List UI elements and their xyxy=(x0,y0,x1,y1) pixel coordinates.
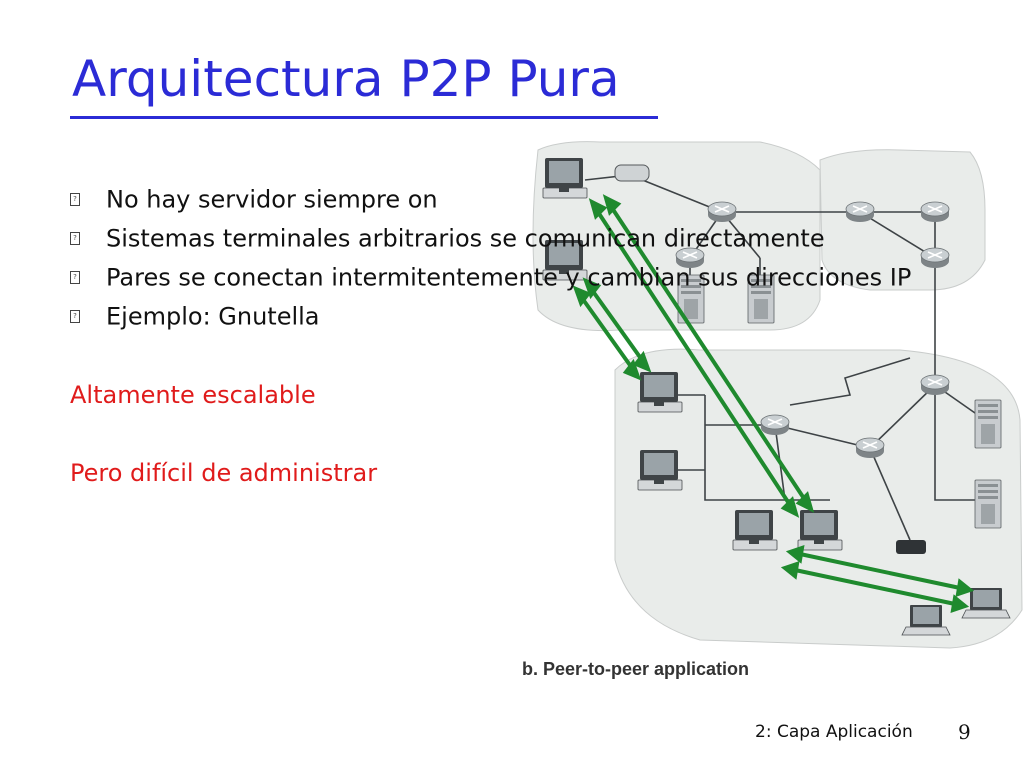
network-cloud-bottom xyxy=(614,348,1023,649)
bullet-glyph-icon: ? xyxy=(70,309,80,323)
router-icon xyxy=(920,201,950,223)
bullet-text: No hay servidor siempre on xyxy=(106,185,438,214)
bullet-item: ? No hay servidor siempre on xyxy=(70,180,911,219)
desktop-computer-icon xyxy=(732,509,778,551)
bullet-text: Pares se conectan intermitentemente y ca… xyxy=(106,263,912,292)
router-icon xyxy=(920,374,950,396)
bullet-text: Sistemas terminales arbitrarios se comun… xyxy=(106,224,825,253)
desktop-computer-icon xyxy=(637,449,683,491)
bullet-list: ? No hay servidor siempre on ? Sistemas te… xyxy=(70,180,911,336)
router-icon xyxy=(855,437,885,459)
desktop-computer-icon xyxy=(797,509,843,551)
figure-caption: b. Peer-to-peer application xyxy=(522,659,750,679)
bullet-text: Ejemplo: Gnutella xyxy=(106,302,320,331)
bullet-item: ? Sistemas terminales arbitrarios se comu… xyxy=(70,219,911,258)
bullet-item: ? Pares se conectan intermitentemente y c… xyxy=(70,258,911,297)
server-tower-icon xyxy=(974,399,1002,449)
wireless-access-point-icon xyxy=(896,540,926,554)
footer-chapter: 2: Capa Aplicación xyxy=(755,722,913,742)
bullet-glyph-icon: ? xyxy=(70,270,80,284)
modem-icon xyxy=(614,164,650,182)
desktop-computer-icon xyxy=(637,371,683,413)
page-number: 9 xyxy=(958,720,971,744)
p2p-arrows xyxy=(572,194,975,613)
bullet-glyph-icon: ? xyxy=(70,231,80,245)
bullet-glyph-icon: ? xyxy=(70,192,80,206)
highlight-scalable: Altamente escalable xyxy=(70,381,316,409)
server-tower-icon xyxy=(974,479,1002,529)
router-icon xyxy=(920,247,950,269)
title-underline xyxy=(70,116,658,119)
highlight-hard-to-manage: Pero difícil de administrar xyxy=(70,459,378,487)
bullet-item: ? Ejemplo: Gnutella xyxy=(70,297,911,336)
router-icon xyxy=(760,414,790,436)
slide-title: Arquitectura P2P Pura xyxy=(72,50,620,108)
